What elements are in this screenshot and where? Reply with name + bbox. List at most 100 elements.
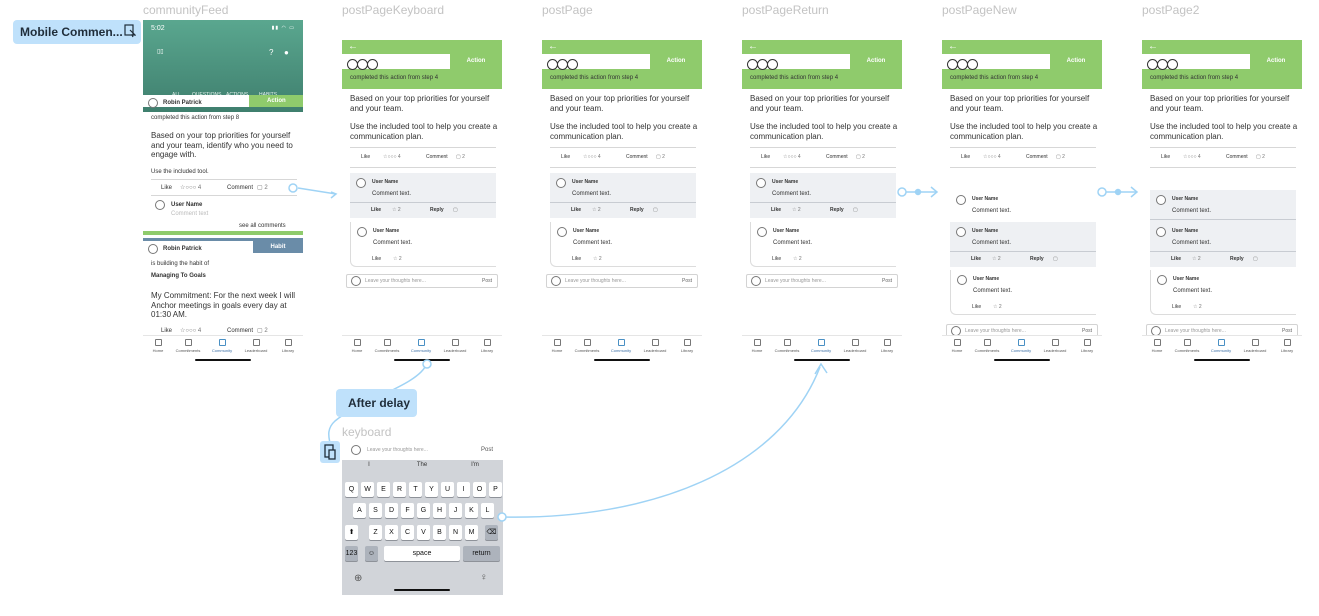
like-button[interactable]: Like: [761, 154, 771, 160]
tab-leaderboard[interactable]: Leaderboard: [640, 339, 670, 353]
comment-input-focused[interactable]: Leave your thoughts here... Post: [342, 440, 503, 460]
suggestion-1[interactable]: I: [368, 462, 370, 468]
key-row2-7[interactable]: K: [465, 503, 478, 518]
back-arrow-icon[interactable]: ←: [948, 41, 958, 52]
tab-library[interactable]: Library: [872, 339, 902, 353]
post-button[interactable]: Post: [481, 447, 494, 453]
comment-input[interactable]: Leave your thoughts here... Post: [746, 274, 898, 288]
key-6[interactable]: U: [441, 482, 454, 497]
comment-button[interactable]: Comment: [1026, 154, 1048, 160]
delete-key[interactable]: ⌫: [485, 525, 498, 540]
tab-home[interactable]: Home: [942, 339, 972, 353]
post-button[interactable]: Post: [1081, 328, 1092, 334]
key-row3-5[interactable]: N: [449, 525, 462, 540]
post-button[interactable]: Post: [481, 278, 492, 284]
key-row3-2[interactable]: C: [401, 525, 414, 540]
tab-leaderboard[interactable]: Leaderboard: [1040, 339, 1070, 353]
suggestion-3[interactable]: I'm: [471, 462, 479, 468]
tab-commitments[interactable]: Commitments: [572, 339, 602, 353]
tab-community[interactable]: Community: [207, 339, 237, 353]
key-row2-3[interactable]: F: [401, 503, 414, 518]
device-frame-icon[interactable]: [320, 441, 340, 463]
tab-commitments[interactable]: Commitments: [372, 339, 402, 353]
tab-leaderboard[interactable]: Leaderboard: [1240, 339, 1270, 353]
back-arrow-icon[interactable]: ←: [1148, 41, 1158, 52]
post2-like-button[interactable]: Like: [161, 328, 173, 334]
comment-like-button[interactable]: Like: [972, 304, 982, 310]
like-button[interactable]: Like: [1161, 154, 1171, 160]
comment-like-button[interactable]: Like: [771, 207, 782, 213]
tab-community[interactable]: Community: [606, 339, 636, 353]
tab-library[interactable]: Library: [472, 339, 502, 353]
key-0[interactable]: Q: [345, 482, 358, 497]
comment-like-button[interactable]: Like: [572, 256, 582, 262]
comment-like-button[interactable]: Like: [1171, 256, 1182, 262]
see-all-comments-link[interactable]: see all comments: [239, 223, 286, 229]
tab-home[interactable]: Home: [742, 339, 772, 353]
tab-library[interactable]: Library: [1272, 339, 1302, 353]
tab-community[interactable]: Community: [806, 339, 836, 353]
comment-button[interactable]: Comment: [426, 154, 448, 160]
post2-comment-button[interactable]: Comment: [227, 328, 254, 334]
tab-commitments[interactable]: Commitments: [173, 339, 203, 353]
tab-leaderboard[interactable]: Leaderboard: [440, 339, 470, 353]
back-arrow-icon[interactable]: ←: [748, 41, 758, 52]
key-row2-2[interactable]: D: [385, 503, 398, 518]
tab-home[interactable]: Home: [542, 339, 572, 353]
comment-reply-button[interactable]: Reply: [430, 207, 444, 213]
post-button[interactable]: Post: [881, 278, 892, 284]
key-2[interactable]: E: [377, 482, 390, 497]
shift-key[interactable]: ⬆: [345, 525, 358, 540]
tab-library[interactable]: Library: [672, 339, 702, 353]
key-5[interactable]: Y: [425, 482, 438, 497]
post1-comment-button[interactable]: Comment: [227, 185, 254, 191]
key-row2-1[interactable]: S: [369, 503, 382, 518]
key-8[interactable]: O: [473, 482, 486, 497]
key-3[interactable]: R: [393, 482, 406, 497]
numbers-key[interactable]: 123: [345, 546, 358, 561]
tab-library[interactable]: Library: [273, 339, 303, 353]
microphone-icon[interactable]: ♀: [480, 572, 488, 583]
tab-library[interactable]: Library: [1072, 339, 1102, 353]
comment-reply-button[interactable]: Reply: [1230, 256, 1244, 262]
tab-home[interactable]: Home: [342, 339, 372, 353]
comment-button[interactable]: Comment: [1226, 154, 1248, 160]
key-row3-1[interactable]: X: [385, 525, 398, 540]
tab-leaderboard[interactable]: Leaderboard: [840, 339, 870, 353]
comment-like-button[interactable]: Like: [971, 256, 982, 262]
comment-like-button[interactable]: Like: [1172, 304, 1182, 310]
comment-like-button[interactable]: Like: [372, 256, 382, 262]
tab-commitments[interactable]: Commitments: [972, 339, 1002, 353]
globe-icon[interactable]: ⊕: [354, 573, 363, 584]
comment-input[interactable]: Leave your thoughts here... Post: [546, 274, 698, 288]
like-button[interactable]: Like: [361, 154, 371, 160]
comment-like-button[interactable]: Like: [571, 207, 582, 213]
key-row2-0[interactable]: A: [353, 503, 366, 518]
emoji-key[interactable]: ☺: [365, 546, 378, 561]
like-button[interactable]: Like: [961, 154, 971, 160]
tab-community[interactable]: Community: [1006, 339, 1036, 353]
key-7[interactable]: I: [457, 482, 470, 497]
tab-community[interactable]: Community: [1206, 339, 1236, 353]
help-icon[interactable]: ?: [269, 48, 274, 57]
tab-leaderboard[interactable]: Leaderboard: [241, 339, 271, 353]
post-button[interactable]: Post: [681, 278, 692, 284]
tab-commitments[interactable]: Commitments: [1172, 339, 1202, 353]
tab-commitments[interactable]: Commitments: [772, 339, 802, 353]
key-4[interactable]: T: [409, 482, 422, 497]
comment-like-button[interactable]: Like: [371, 207, 382, 213]
tab-home[interactable]: Home: [143, 339, 173, 353]
post1-like-button[interactable]: Like: [161, 185, 173, 191]
key-9[interactable]: P: [489, 482, 502, 497]
comment-button[interactable]: Comment: [626, 154, 648, 160]
comment-button[interactable]: Comment: [826, 154, 848, 160]
back-arrow-icon[interactable]: ←: [348, 41, 358, 52]
space-key[interactable]: space: [384, 546, 460, 561]
key-row2-8[interactable]: L: [481, 503, 494, 518]
key-row3-3[interactable]: V: [417, 525, 430, 540]
suggestion-2[interactable]: The: [416, 462, 428, 468]
comment-reply-button[interactable]: Reply: [1030, 256, 1044, 262]
key-1[interactable]: W: [361, 482, 374, 497]
profile-icon[interactable]: ●: [284, 48, 289, 57]
key-row2-6[interactable]: J: [449, 503, 462, 518]
